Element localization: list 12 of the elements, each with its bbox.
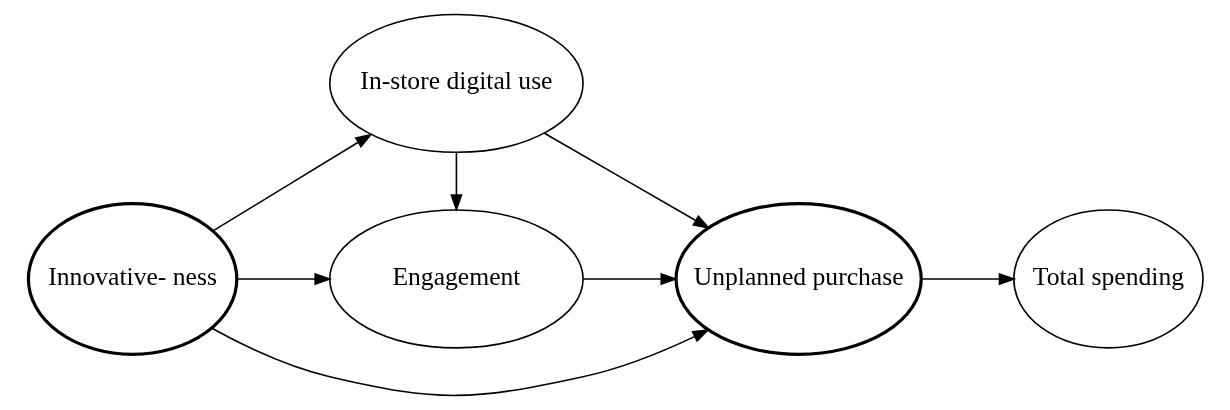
arrow bbox=[920, 272, 1016, 286]
node-ellipse: Unplanned purchase bbox=[673, 202, 923, 356]
node-ellipse: In-store digital use bbox=[328, 13, 584, 154]
arrow bbox=[582, 272, 678, 286]
arrow bbox=[210, 327, 710, 397]
arrow bbox=[211, 133, 373, 232]
arrow bbox=[235, 272, 332, 286]
node-ellipse: Innovative- ness bbox=[26, 202, 238, 356]
arrow bbox=[449, 151, 463, 212]
arrow bbox=[543, 132, 711, 230]
node-ellipse: Total spending bbox=[1012, 209, 1204, 349]
node-ellipse: Engagement bbox=[328, 209, 584, 349]
